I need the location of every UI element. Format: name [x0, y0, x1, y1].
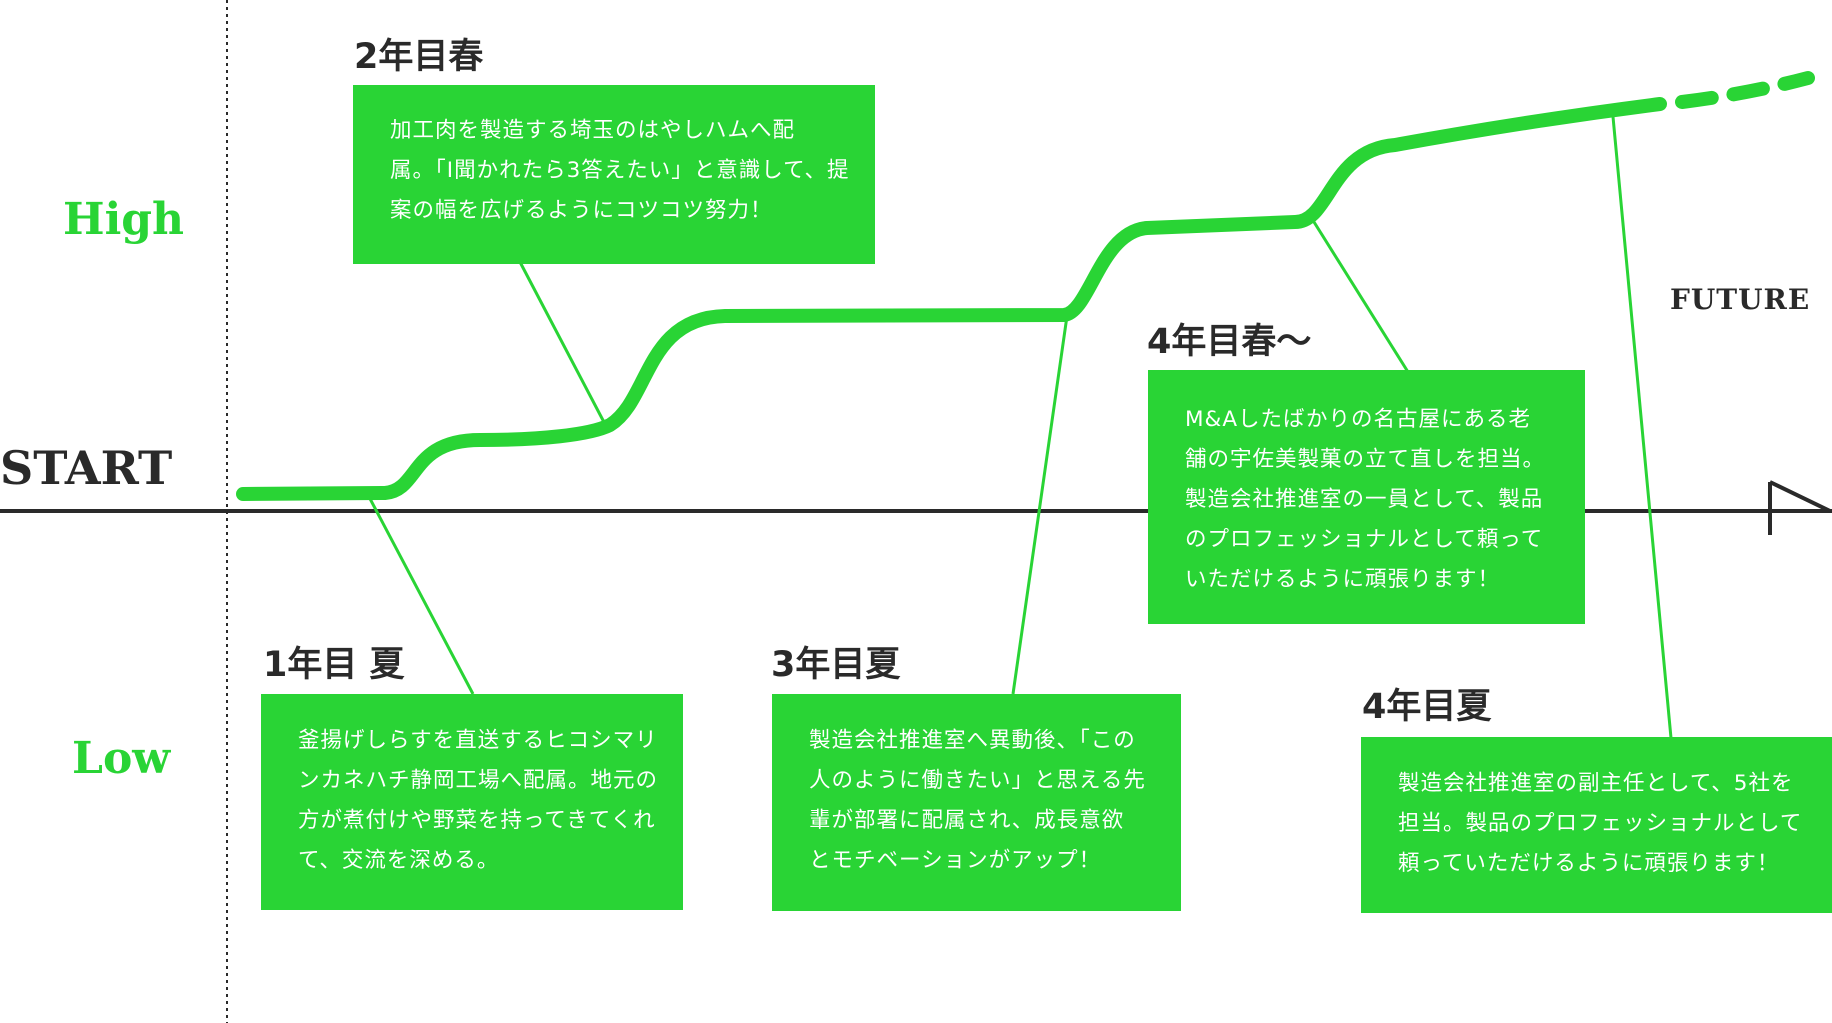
axis-arrow-icon: [1768, 480, 1831, 535]
milestone-title-1: 1年目 夏: [263, 645, 405, 685]
milestone-title-4: 4年目春～: [1147, 322, 1312, 362]
milestone-box-3: 製造会社推進室へ異動後、「この 人のように働きたい」と思える先 輩が部署に配属さ…: [772, 694, 1181, 911]
milestone-4-line-2: 舗の宇佐美製菓の立て直しを担当。: [1185, 447, 1546, 472]
connector-4: [1312, 221, 1410, 373]
milestone-5-line-3: 頼っていただけるように頑張ります！: [1398, 851, 1780, 876]
future-label: FUTURE: [1670, 283, 1811, 316]
milestone-5-line-1: 製造会社推進室の副主任として、5社を: [1398, 771, 1794, 796]
milestone-3-line-4: とモチベーションがアップ！: [809, 848, 1102, 873]
milestone-2-line-2: 属。「I聞かれたら3答えたい」と意識して、提: [390, 158, 850, 183]
milestone-title-2: 2年目春: [354, 37, 484, 77]
milestone-4-line-1: M&Aしたばかりの名古屋にある老: [1185, 407, 1531, 432]
milestone-box-2: 加工肉を製造する埼玉のはやしハムへ配 属。「I聞かれたら3答えたい」と意識して、…: [353, 85, 875, 264]
growth-curve: [236, 97, 1667, 501]
connector-lines: [365, 105, 1673, 739]
future-curve-dashed: [1675, 71, 1815, 109]
connector-3: [1011, 315, 1069, 695]
milestone-3-line-2: 人のように働きたい」と思える先: [809, 768, 1146, 793]
milestone-title-3: 3年目夏: [771, 645, 901, 685]
milestone-box-1: 釜揚げしらすを直送するヒコシマリ ンカネハチ静岡工場へ配属。地元の 方が煮付けや…: [261, 694, 683, 910]
high-label: High: [63, 194, 185, 245]
milestone-1-line-2: ンカネハチ静岡工場へ配属。地元の: [298, 768, 659, 793]
connector-1: [365, 492, 475, 695]
milestone-4-line-5: いただけるように頑張ります！: [1185, 567, 1501, 592]
milestone-box-4: M&Aしたばかりの名古屋にある老 舗の宇佐美製菓の立て直しを担当。 製造会社推進…: [1148, 370, 1585, 624]
milestone-1-line-3: 方が煮付けや野菜を持ってきてくれ: [298, 808, 656, 833]
milestone-3-line-3: 輩が部署に配属され、成長意欲: [809, 808, 1125, 833]
connector-5: [1610, 105, 1673, 739]
milestone-2-line-3: 案の幅を広げるようにコツコツ努力！: [390, 198, 773, 223]
milestone-1-line-4: て、交流を深める。: [298, 848, 500, 873]
milestone-4-line-3: 製造会社推進室の一員として、製品: [1185, 487, 1544, 512]
milestone-title-5: 4年目夏: [1362, 687, 1492, 727]
milestone-3-line-1: 製造会社推進室へ異動後、「この: [809, 728, 1136, 753]
milestone-2-line-1: 加工肉を製造する埼玉のはやしハムへ配: [390, 118, 796, 143]
milestone-box-5: 製造会社推進室の副主任として、5社を 担当。製品のプロフェッショナルとして 頼っ…: [1361, 737, 1832, 913]
milestone-4-line-4: のプロフェッショナルとして頼って: [1185, 527, 1544, 552]
connector-2: [518, 261, 608, 427]
start-label: START: [0, 441, 173, 495]
milestone-5-line-2: 担当。製品のプロフェッショナルとして: [1398, 811, 1803, 836]
low-label: Low: [72, 733, 171, 784]
milestone-1-line-1: 釜揚げしらすを直送するヒコシマリ: [298, 728, 658, 753]
